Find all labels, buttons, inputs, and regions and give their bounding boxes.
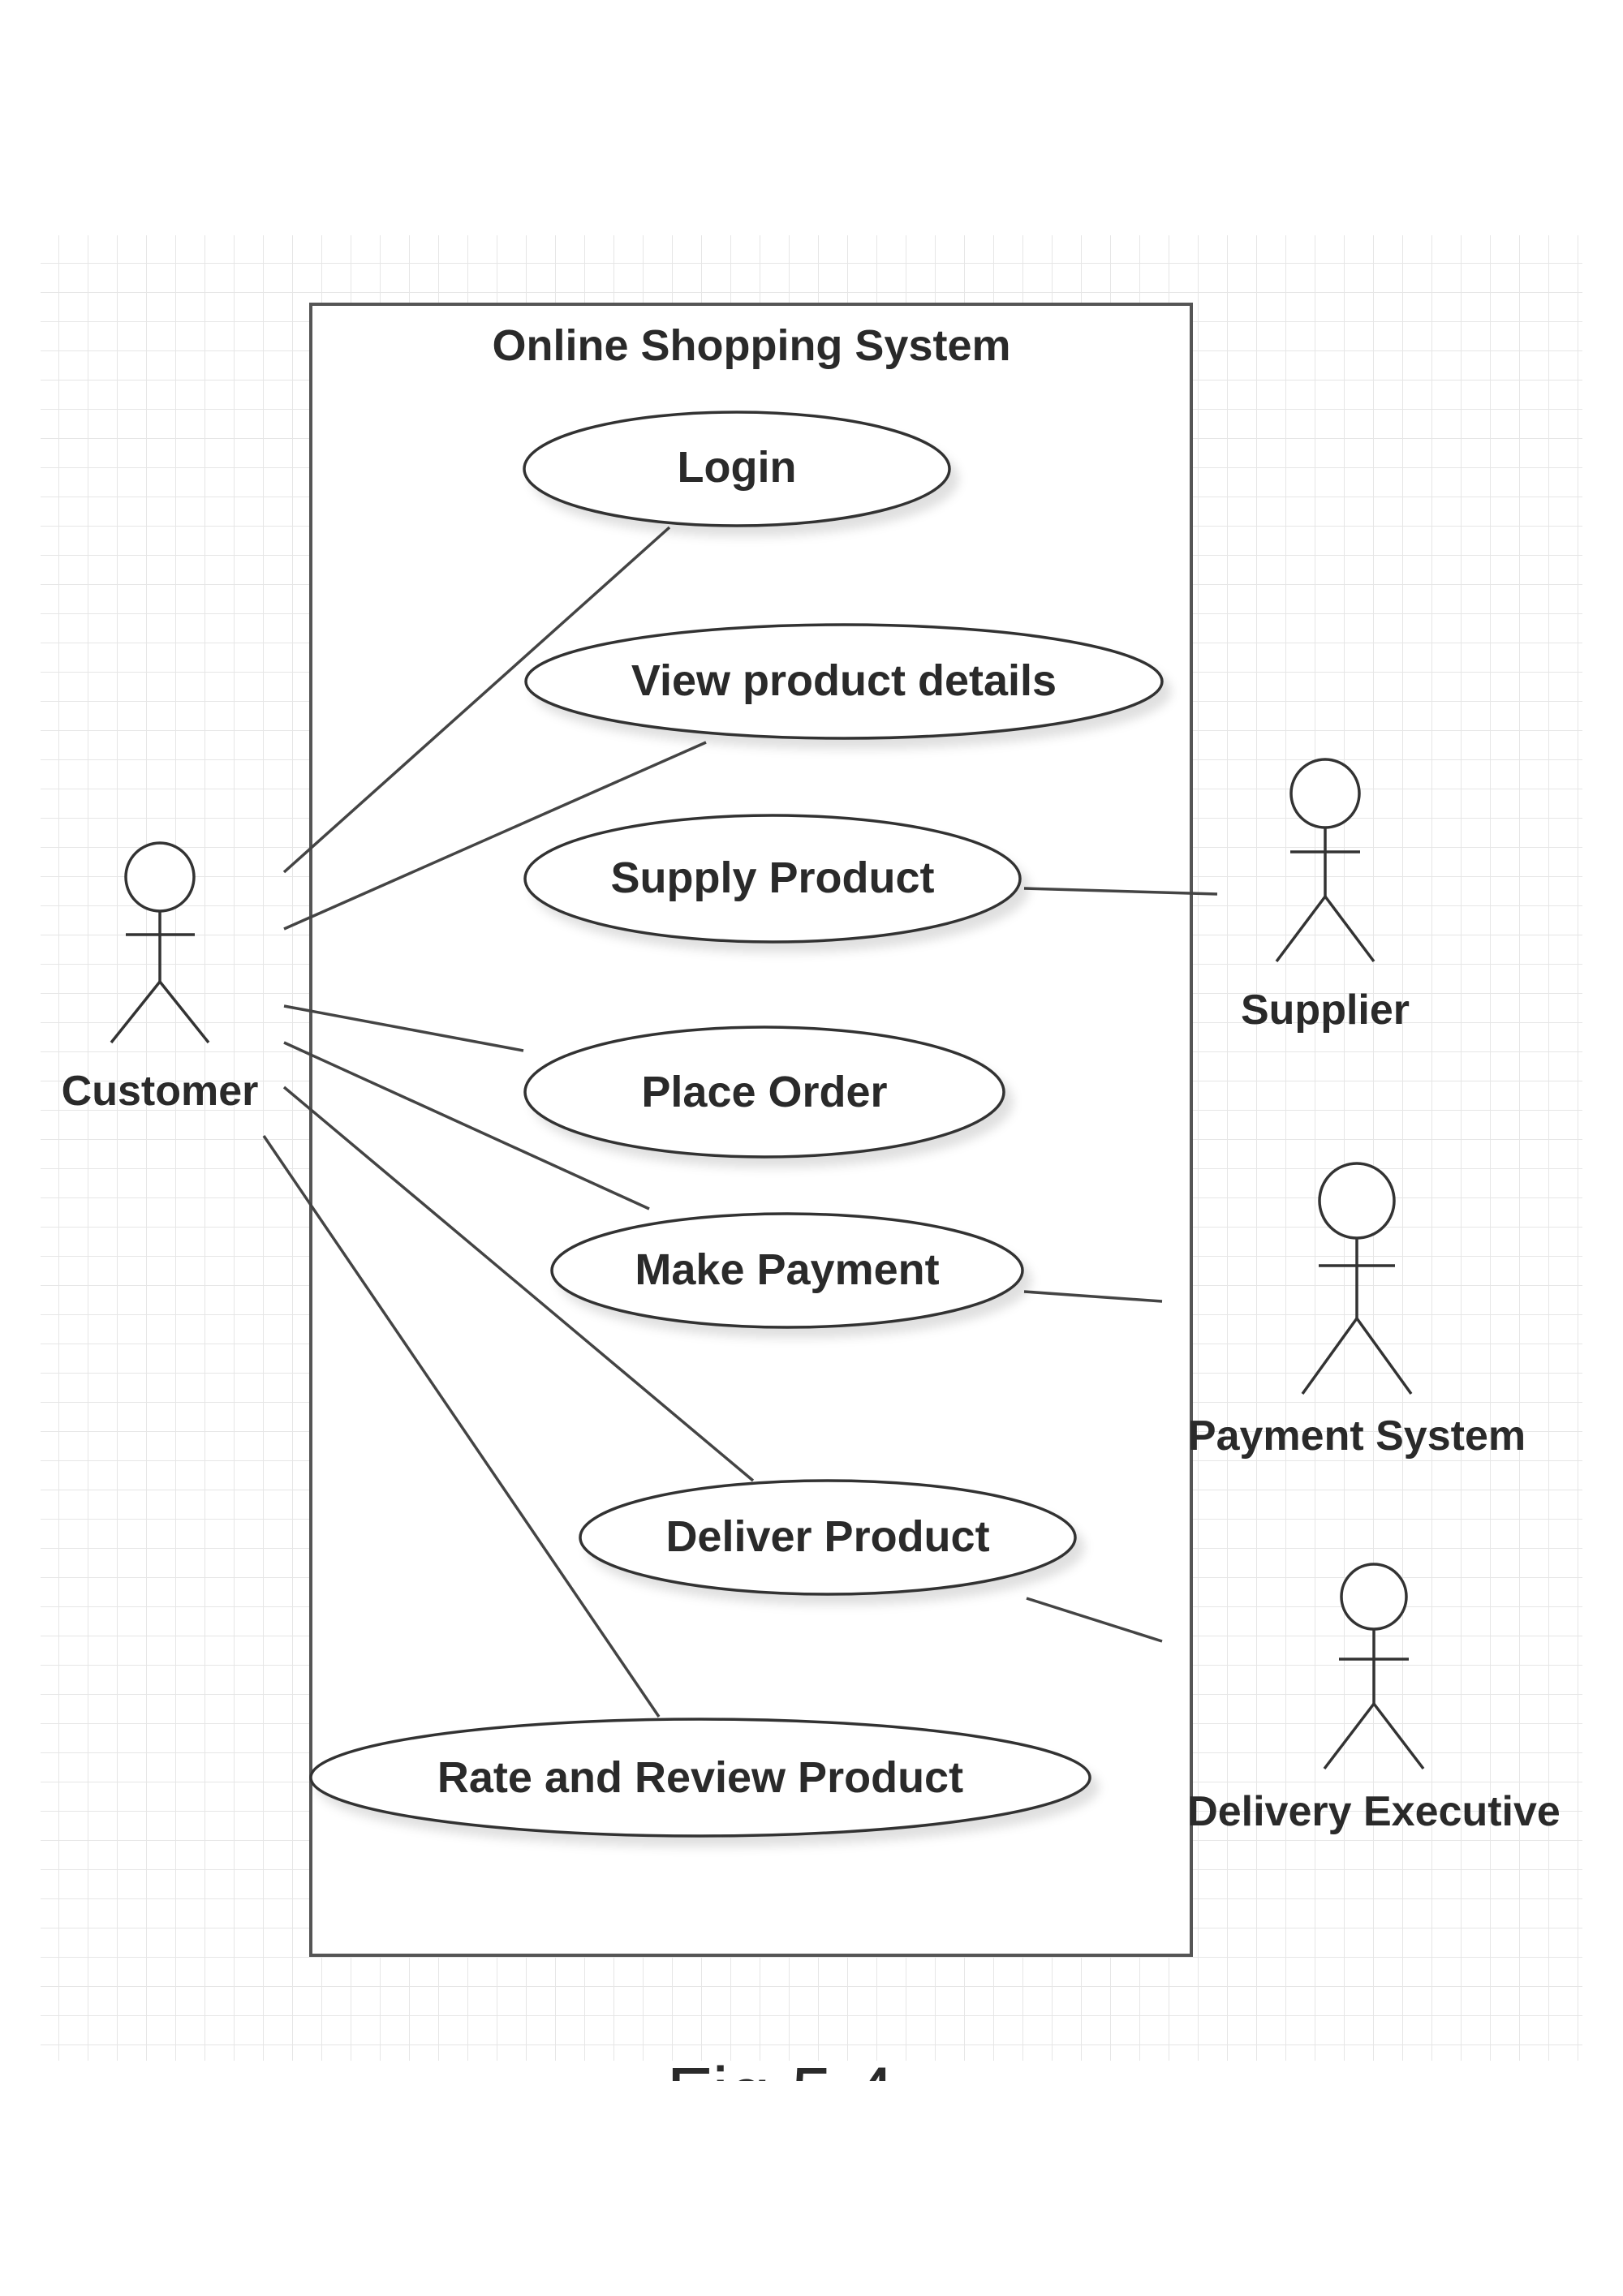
use-case-label: Place Order [641,1068,887,1116]
stick-figure-icon [110,841,210,1044]
use-case-label: Supply Product [610,853,934,902]
page-bottom-margin [0,2081,1623,2296]
actor-label: Supplier [1241,987,1410,1034]
assoc-customer-deliver [282,1086,755,1482]
use-case-make-payment: Make Payment [550,1212,1024,1329]
use-case-label: Login [678,443,797,492]
figure-caption: Fig 5.4 [666,2053,894,2135]
use-case-ellipse [523,814,1022,944]
use-case-rate-and-review-product: Rate and Review Product [309,1718,1091,1838]
use-case-ellipse [309,1718,1091,1838]
use-case-place-order: Place Order [523,1025,1005,1159]
use-case-ellipse [524,623,1164,740]
assoc-payment-system-payment [1023,1290,1163,1303]
use-case-login: Login [523,411,951,527]
assoc-customer-rate [262,1135,661,1718]
use-case-ellipse [523,411,951,527]
assoc-customer-place [283,1004,524,1052]
stick-figure-icon [1301,1162,1413,1395]
assoc-customer-payment [283,1041,650,1210]
assoc-customer-view [283,741,707,931]
actor-label: Payment System [1188,1412,1526,1460]
actor-delivery-executive: Delivery Executive [1187,1563,1561,1835]
assoc-supplier-supply [1023,887,1218,896]
use-case-supply-product: Supply Product [523,814,1022,944]
use-case-label: Deliver Product [665,1512,989,1561]
assoc-delivery-deliver [1026,1597,1163,1643]
actor-customer: Customer [62,841,259,1115]
actor-supplier: Supplier [1241,758,1410,1034]
actor-label: Delivery Executive [1187,1788,1561,1835]
system-title: Online Shopping System [492,321,1010,370]
association-lines [262,526,1218,1718]
use-case-label: Rate and Review Product [437,1753,963,1802]
use-case-ellipse [550,1212,1024,1329]
use-case-ellipse [523,1025,1005,1159]
assoc-customer-login [282,526,671,874]
use-case-view-product-details: View product details [524,623,1164,740]
actor-payment-system: Payment System [1188,1162,1526,1460]
use-case-label: View product details [631,656,1057,705]
use-case-ellipse [579,1479,1077,1596]
actor-label: Customer [62,1068,259,1115]
stick-figure-icon [1275,758,1375,963]
use-case-label: Make Payment [635,1245,939,1294]
stick-figure-icon [1323,1563,1425,1770]
use-case-deliver-product: Deliver Product [579,1479,1077,1596]
